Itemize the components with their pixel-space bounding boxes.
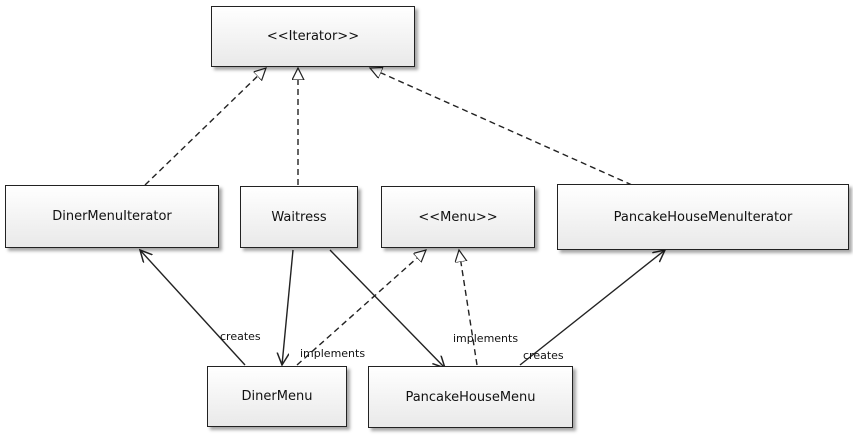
- class-pancake-house-menu[interactable]: PancakeHouseMenu: [368, 366, 573, 428]
- edge-label-creates: creates: [220, 330, 261, 343]
- class-name: <<Menu>>: [418, 209, 498, 225]
- class-name: DinerMenuIterator: [52, 209, 172, 224]
- class-iterator[interactable]: <<Iterator>>: [211, 6, 415, 67]
- class-name: DinerMenu: [241, 389, 313, 404]
- class-waitress[interactable]: Waitress: [240, 186, 358, 248]
- edge-dinermenu-creates-dinermenuiterator: [140, 250, 246, 366]
- edge-label-implements: implements: [300, 347, 366, 360]
- edge-waitress-pancakehousemenu: [329, 249, 445, 368]
- class-name: PancakeHouseMenuIterator: [613, 209, 793, 225]
- edge-label-creates: creates: [523, 349, 564, 362]
- class-diner-menu[interactable]: DinerMenu: [207, 366, 347, 427]
- class-name: Waitress: [271, 209, 327, 225]
- class-pancake-house-menu-iterator[interactable]: PancakeHouseMenuIterator: [557, 184, 849, 250]
- edge-pancakeiterator-implements-iterator: [370, 68, 633, 186]
- edge-label-implements: implements: [453, 332, 519, 345]
- class-name: PancakeHouseMenu: [405, 389, 536, 405]
- edge-waitress-dinermenu: [282, 249, 294, 365]
- edge-dinermenu-implements-menu: [296, 250, 426, 366]
- edge-pancakehousemenu-creates-iterator: [519, 250, 665, 366]
- edge-pancakehousemenu-implements-menu: [459, 250, 478, 366]
- class-name: <<Iterator>>: [266, 29, 360, 44]
- class-diner-menu-iterator[interactable]: DinerMenuIterator: [5, 185, 219, 248]
- edge-dinermenuiterator-implements-iterator: [144, 68, 266, 186]
- class-menu[interactable]: <<Menu>>: [381, 186, 535, 248]
